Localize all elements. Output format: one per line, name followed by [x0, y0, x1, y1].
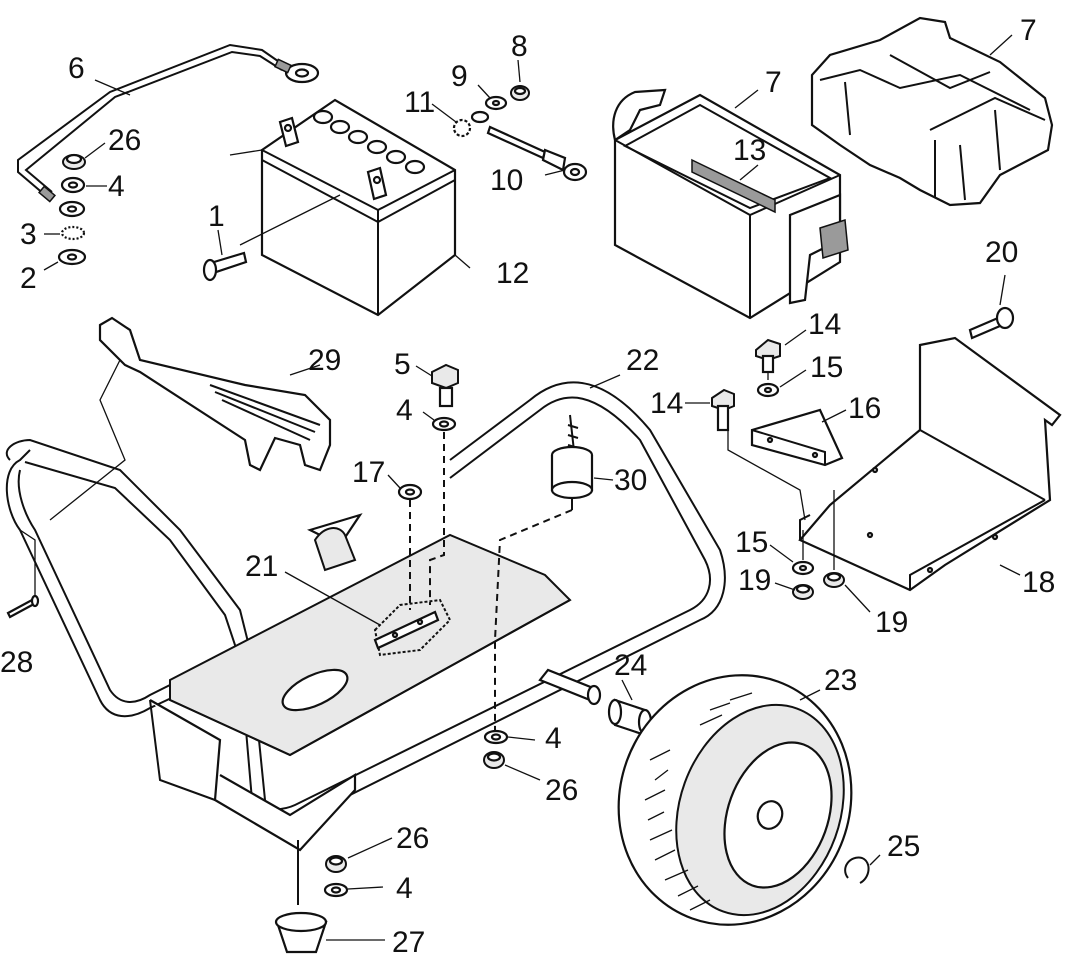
bolt-1 — [202, 251, 248, 282]
battery-cable — [17, 43, 320, 218]
callout-18: 18 — [1022, 566, 1055, 599]
callout-14-left: 14 — [650, 387, 683, 420]
callout-19-left: 19 — [738, 564, 771, 597]
callout-1: 1 — [208, 200, 225, 233]
callout-28: 28 — [0, 646, 33, 679]
callout-4-bottom: 4 — [396, 872, 413, 905]
callout-7-box: 7 — [765, 66, 782, 99]
callout-22: 22 — [626, 344, 659, 377]
callout-19-right: 19 — [875, 606, 908, 639]
callout-12: 12 — [496, 257, 529, 290]
callout-11: 11 — [404, 86, 435, 119]
callout-13: 13 — [733, 134, 766, 167]
callout-21: 21 — [245, 550, 278, 583]
axle — [538, 668, 653, 737]
callout-10: 10 — [490, 164, 523, 197]
callout-24: 24 — [614, 649, 647, 682]
callout-labels: 6 26 4 3 2 1 11 9 8 10 12 7 7 13 20 14 1… — [0, 14, 1055, 959]
callout-15-bottom: 15 — [735, 526, 768, 559]
callout-20: 20 — [985, 236, 1018, 269]
callout-30: 30 — [614, 464, 647, 497]
bolts-14 — [711, 338, 781, 432]
callout-14-top: 14 — [808, 308, 841, 341]
callout-27: 27 — [392, 926, 425, 959]
battery-box — [612, 88, 849, 320]
callout-9: 9 — [451, 60, 468, 93]
battery-box-lid — [810, 16, 1054, 207]
rubber-foot — [274, 840, 328, 954]
battery — [229, 98, 457, 317]
callout-2: 2 — [20, 262, 37, 295]
wheel — [617, 674, 853, 926]
callout-8: 8 — [511, 30, 528, 63]
callout-4-lower: 4 — [545, 722, 562, 755]
left-hardware-stack — [57, 153, 87, 266]
tray-bracket — [750, 408, 844, 467]
callout-15-top: 15 — [810, 351, 843, 384]
base-plate — [149, 513, 572, 852]
callout-4-mid: 4 — [396, 394, 413, 427]
callout-3: 3 — [20, 218, 37, 251]
bolt-20 — [968, 306, 1015, 340]
leader-lines — [43, 34, 1021, 941]
callout-26-bottom: 26 — [396, 822, 429, 855]
nuts-15-19 — [756, 382, 845, 600]
callout-23: 23 — [824, 664, 857, 697]
vibration-mount — [550, 414, 594, 510]
lower-hardware — [323, 729, 509, 898]
retaining-ring — [844, 856, 870, 884]
callout-25: 25 — [887, 830, 920, 863]
callout-26-top: 26 — [108, 124, 141, 157]
callout-4-top: 4 — [108, 170, 125, 203]
screw-28 — [6, 594, 40, 619]
battery-tray — [798, 336, 1062, 592]
handle-grip — [98, 316, 332, 472]
battery-terminal-hardware — [452, 85, 588, 182]
callout-7-lid: 7 — [1020, 14, 1037, 47]
callout-17: 17 — [352, 456, 385, 489]
bolt-5-washers — [397, 363, 459, 501]
callout-26-lower: 26 — [545, 774, 578, 807]
callout-16: 16 — [848, 392, 881, 425]
callout-5: 5 — [394, 348, 411, 381]
mount-pad — [373, 598, 452, 657]
callout-29: 29 — [308, 344, 341, 377]
callout-6: 6 — [68, 52, 85, 85]
